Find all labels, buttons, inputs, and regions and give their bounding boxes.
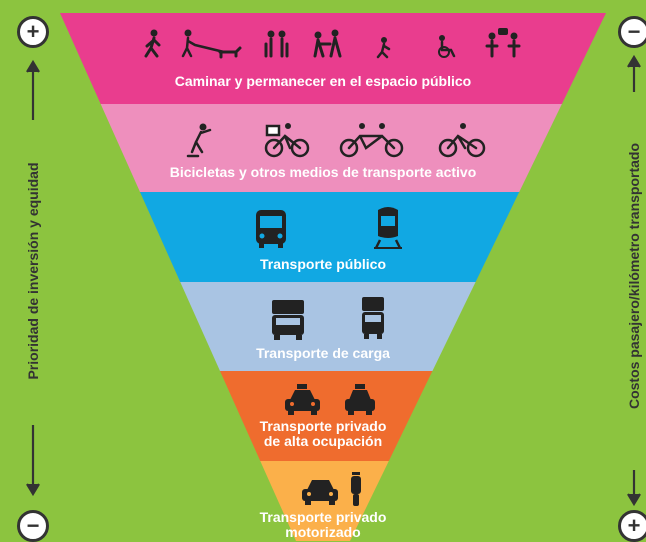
cargo-bike-icon [264,123,310,158]
elderly-couple-icon [264,30,289,58]
right-axis-label: Costos pasajero/kilómetro transportado [626,142,642,410]
skater-icon [186,123,212,158]
left-top-plus-icon: + [17,16,49,48]
dog-walker-icon [181,29,242,59]
tier-label-public-transport: Transporte público [259,256,386,272]
left-axis-label: Prioridad de inversión y equidad [25,162,41,380]
bicycle-icon [438,123,486,158]
truck-icon [272,300,304,340]
shared-taxi-icon [345,384,375,415]
pedestrian-icon [144,29,161,58]
wheelchair-icon [438,35,456,58]
tier-band-cycling [60,104,606,192]
tier-label-private-car: Transporte privado motorizado [259,509,387,540]
bus-icon [256,210,286,248]
right-top-minus-icon: − [618,16,646,48]
car-icon [302,480,338,505]
left-bottom-minus-icon: − [17,510,49,542]
child-icon [376,37,391,59]
train-icon [374,207,402,249]
tier-band-walking [60,13,606,104]
tandem-bike-icon [339,123,404,158]
scooter-icon [351,472,361,506]
tier-label-walking: Caminar y permanecer en el espacio públi… [174,73,472,89]
family-icon [313,29,342,58]
tier-label-freight: Transporte de carga [256,345,390,361]
box-truck-icon [362,297,384,339]
tier-label-cycling: Bicicletas y otros medios de transporte … [169,164,477,180]
people-talking-icon [485,28,521,58]
taxi-icon [285,384,320,415]
right-bottom-plus-icon: + [618,510,646,542]
tier-label-high-occupancy: Transporte privado de alta ocupación [259,418,387,449]
